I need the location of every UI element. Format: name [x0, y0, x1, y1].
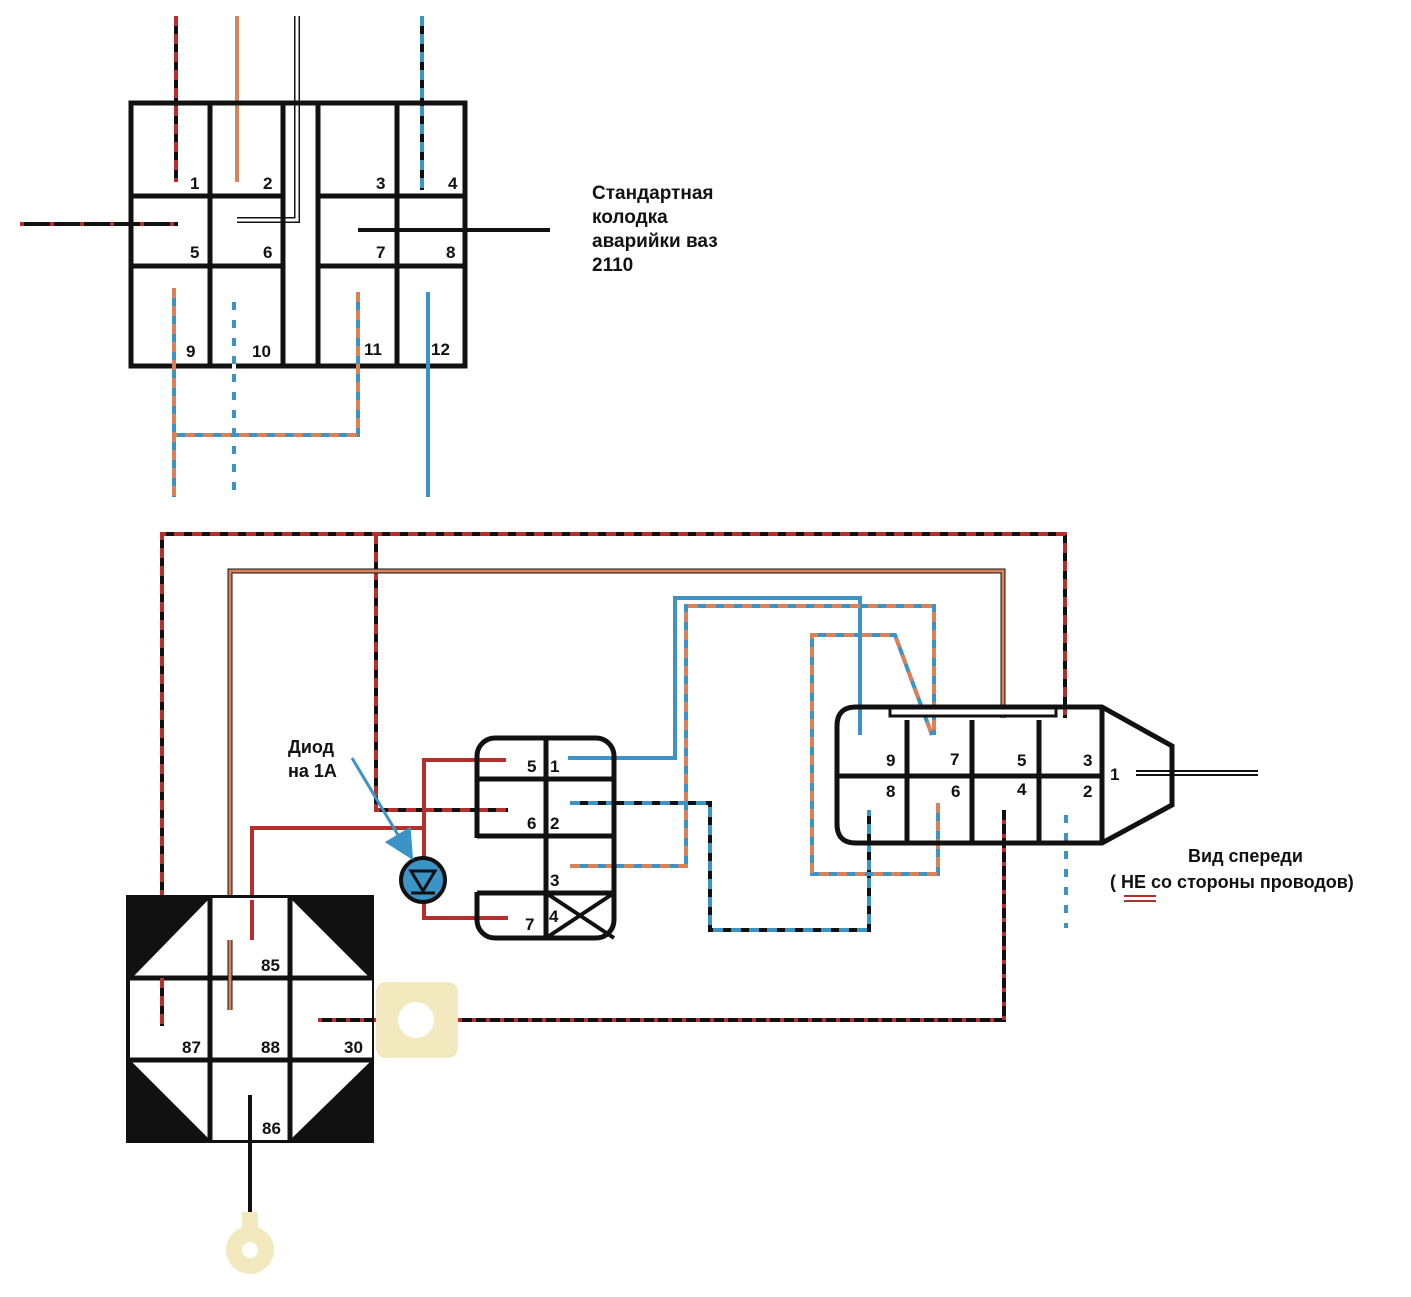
- relay-pin-87: 87: [182, 1038, 201, 1057]
- wire-blue-black-pin2: [570, 801, 871, 932]
- top-pin-6: 6: [263, 243, 272, 262]
- right-pin-8: 8: [886, 782, 895, 801]
- top-wire-pin6: [237, 16, 300, 223]
- wire-red-branch: [374, 534, 508, 812]
- wire-blue-orange-pin3: [570, 604, 936, 868]
- diagram-title: Стандартная колодка аварийки ваз 2110: [592, 182, 718, 278]
- diode-label-line2: на 1А: [288, 761, 337, 781]
- view-note-line2: ( НЕ со стороны проводов): [1110, 872, 1354, 893]
- wire-red-30: [318, 810, 1006, 1022]
- top-pin-7: 7: [376, 243, 385, 262]
- mid-pin-7: 7: [525, 915, 534, 934]
- diode-label-line1: Диод: [288, 737, 335, 757]
- mid-connector: 5 1 6 2 3 7 4: [470, 735, 617, 941]
- wire-orange-88: [227, 568, 1006, 1010]
- top-pin-3: 3: [376, 174, 385, 193]
- view-note-line1: Вид спереди: [1188, 846, 1303, 866]
- view-note-rest: со стороны проводов): [1151, 872, 1354, 892]
- mid-pin-4: 4: [549, 907, 559, 926]
- right-pin-3: 3: [1083, 751, 1092, 770]
- top-pin-2: 2: [263, 174, 272, 193]
- top-connector: 1 2 3 4 5 6 7 8 9 10 11 12: [20, 16, 550, 497]
- title-line-3: аварийки ваз: [592, 231, 718, 252]
- mid-pin-2: 2: [550, 814, 559, 833]
- top-pin-10: 10: [252, 342, 271, 361]
- top-pin-12: 12: [431, 340, 450, 359]
- top-wire-pin11: [174, 292, 360, 437]
- top-pin-8: 8: [446, 243, 455, 262]
- view-note-open-paren: (: [1110, 872, 1116, 892]
- relay-pin-30: 30: [344, 1038, 363, 1057]
- mid-pin-6: 6: [527, 814, 536, 833]
- wire-red-diode: [422, 758, 508, 920]
- top-pin-11: 11: [364, 340, 382, 359]
- relay: 85 87 88 30 86: [126, 895, 374, 1143]
- wire-red-loop: [160, 532, 1067, 1026]
- wire-blue-orange-loop: [810, 633, 940, 876]
- title-line-1: Стандартная: [592, 183, 714, 204]
- top-pin-5: 5: [190, 243, 199, 262]
- mid-pin-1: 1: [550, 757, 559, 776]
- view-note-emphasis: НЕ: [1121, 872, 1147, 892]
- top-pin-9: 9: [186, 342, 195, 361]
- mid-pin-5: 5: [527, 757, 536, 776]
- diode-symbol: [399, 856, 447, 904]
- title-line-4: 2110: [592, 255, 634, 276]
- right-pin-7: 7: [950, 750, 959, 769]
- right-pin-6: 6: [951, 782, 960, 801]
- title-line-2: колодка: [592, 207, 668, 228]
- right-connector: 9 7 5 3 8 6 4 2 1: [834, 704, 1175, 846]
- wire-blue-pin1: [568, 596, 862, 760]
- top-pin-1: 1: [190, 174, 199, 193]
- right-pin-4: 4: [1017, 780, 1027, 799]
- relay-pin-85: 85: [261, 956, 280, 975]
- diode-arrow: [350, 757, 414, 861]
- relay-pin-86: 86: [262, 1119, 281, 1138]
- right-pin-1: 1: [1110, 765, 1119, 784]
- top-pin-4: 4: [448, 174, 458, 193]
- right-pin-2: 2: [1083, 782, 1092, 801]
- right-pin-5: 5: [1017, 751, 1026, 770]
- ring-terminal-86: [226, 1212, 274, 1274]
- right-pin-9: 9: [886, 751, 895, 770]
- emphasis-underline: [1124, 895, 1156, 902]
- mid-pin-3: 3: [550, 871, 559, 890]
- relay-pin-88: 88: [261, 1038, 280, 1057]
- terminal-lug-30: [376, 982, 458, 1058]
